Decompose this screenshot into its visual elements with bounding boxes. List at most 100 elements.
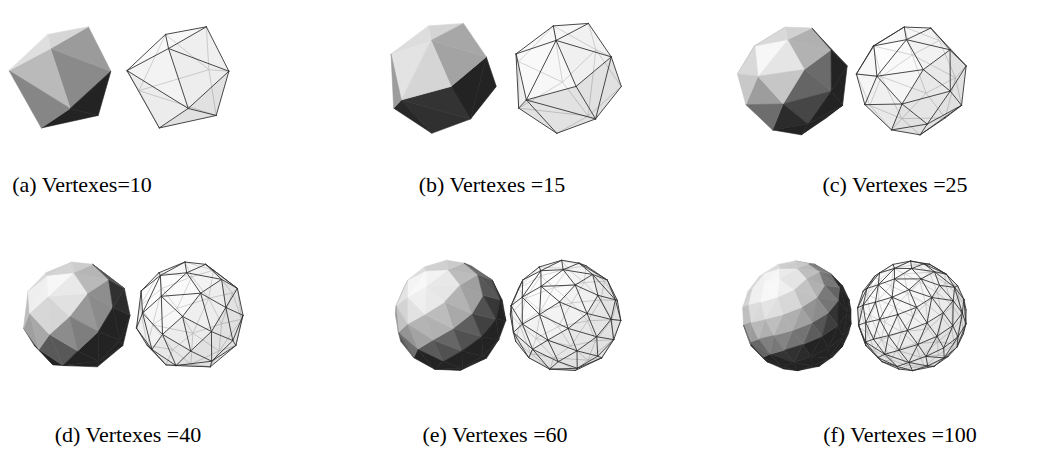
visible-edge — [526, 100, 595, 119]
polyhedron-face — [464, 263, 492, 280]
visible-edge — [894, 269, 911, 279]
visible-edge — [136, 291, 141, 328]
visible-edge — [191, 351, 212, 361]
hidden-edge — [924, 356, 948, 366]
polyhedron-face — [435, 368, 463, 370]
visible-edge — [908, 330, 918, 344]
translucent-face — [875, 285, 892, 302]
visible-edge — [877, 40, 906, 77]
visible-edge — [568, 328, 577, 350]
polyhedron-face — [779, 279, 806, 290]
visible-edge — [575, 358, 601, 371]
visible-edge — [897, 366, 912, 370]
translucent-face — [550, 368, 578, 370]
translucent-face — [222, 279, 238, 307]
visible-edge — [526, 86, 576, 100]
visible-edge — [904, 27, 931, 28]
translucent-face — [511, 280, 523, 306]
polyhedron-face — [737, 74, 758, 105]
visible-edge — [141, 273, 159, 291]
polyhedron-face — [48, 293, 87, 316]
visible-edge — [892, 279, 894, 297]
visible-edge — [867, 273, 879, 288]
visible-edge — [932, 297, 953, 300]
visible-edge — [912, 264, 924, 269]
visible-edge — [163, 334, 191, 351]
translucent-face — [863, 302, 875, 322]
polyhedron-face — [778, 261, 796, 268]
polyhedron-face — [492, 280, 502, 300]
visible-edge — [865, 76, 877, 104]
visible-edge — [522, 324, 547, 340]
visible-edge — [518, 280, 522, 288]
visible-edge — [563, 270, 575, 285]
visible-edge — [511, 288, 518, 305]
visible-edge — [877, 70, 923, 77]
translucent-face — [136, 291, 142, 328]
translucent-face — [176, 361, 212, 367]
visible-edge — [611, 319, 621, 320]
polyhedron-face — [744, 325, 751, 345]
translucent-face — [516, 54, 526, 108]
visible-edge — [892, 124, 928, 130]
visible-edge — [895, 268, 912, 269]
translucent-face — [577, 356, 602, 368]
polyhedron-face — [46, 262, 72, 275]
visible-edge — [908, 307, 917, 330]
visible-edge — [920, 124, 927, 135]
visible-edge — [222, 279, 226, 307]
visible-edge — [937, 313, 943, 337]
visible-edge — [909, 279, 921, 290]
translucent-face — [894, 268, 911, 279]
visible-edge — [874, 46, 877, 76]
polyhedron-face — [751, 345, 767, 361]
visible-edge — [187, 264, 206, 272]
visible-edge — [894, 278, 921, 279]
translucent-face — [859, 325, 866, 345]
visible-edge — [614, 320, 621, 339]
translucent-face — [893, 261, 911, 268]
visible-edge — [866, 302, 876, 322]
visible-edge — [904, 27, 906, 40]
translucent-face — [878, 268, 894, 284]
visible-edge — [212, 341, 233, 362]
visible-edge — [556, 40, 576, 86]
visible-edge — [127, 71, 188, 109]
polyhedron-face — [801, 105, 842, 135]
visible-edge — [556, 40, 611, 56]
translucent-face — [878, 268, 894, 284]
translucent-face — [897, 366, 912, 370]
translucent-face — [541, 270, 563, 287]
visible-edge — [927, 91, 950, 124]
visible-edge — [856, 46, 873, 74]
visible-edge — [897, 362, 909, 366]
visible-edge — [950, 91, 961, 105]
translucent-face — [556, 23, 611, 56]
visible-edge — [940, 285, 955, 287]
visible-edge — [540, 271, 541, 287]
visible-edge — [924, 264, 947, 274]
polyhedron-face — [395, 306, 398, 333]
polyhedron-face — [70, 71, 111, 115]
translucent-face — [577, 337, 598, 356]
polyhedron-face — [48, 27, 89, 49]
visible-edge — [568, 328, 597, 336]
visible-edge — [575, 285, 598, 295]
translucent-face — [863, 276, 875, 291]
polyhedron-face — [794, 362, 813, 370]
polyhedron-face — [391, 54, 401, 108]
visible-edge — [611, 57, 621, 87]
visible-edge — [911, 261, 930, 264]
polyhedron-face — [120, 315, 130, 345]
visible-edge — [556, 23, 588, 40]
visible-edge — [898, 307, 917, 314]
translucent-face — [859, 305, 866, 325]
visible-edge — [892, 290, 909, 298]
polyhedron-face — [758, 70, 804, 104]
visible-edge — [946, 274, 957, 285]
visible-edge — [865, 323, 866, 342]
visible-edge — [127, 34, 166, 70]
visible-edge — [928, 358, 944, 366]
polyhedron-face — [744, 325, 751, 345]
visible-edge — [596, 57, 612, 119]
